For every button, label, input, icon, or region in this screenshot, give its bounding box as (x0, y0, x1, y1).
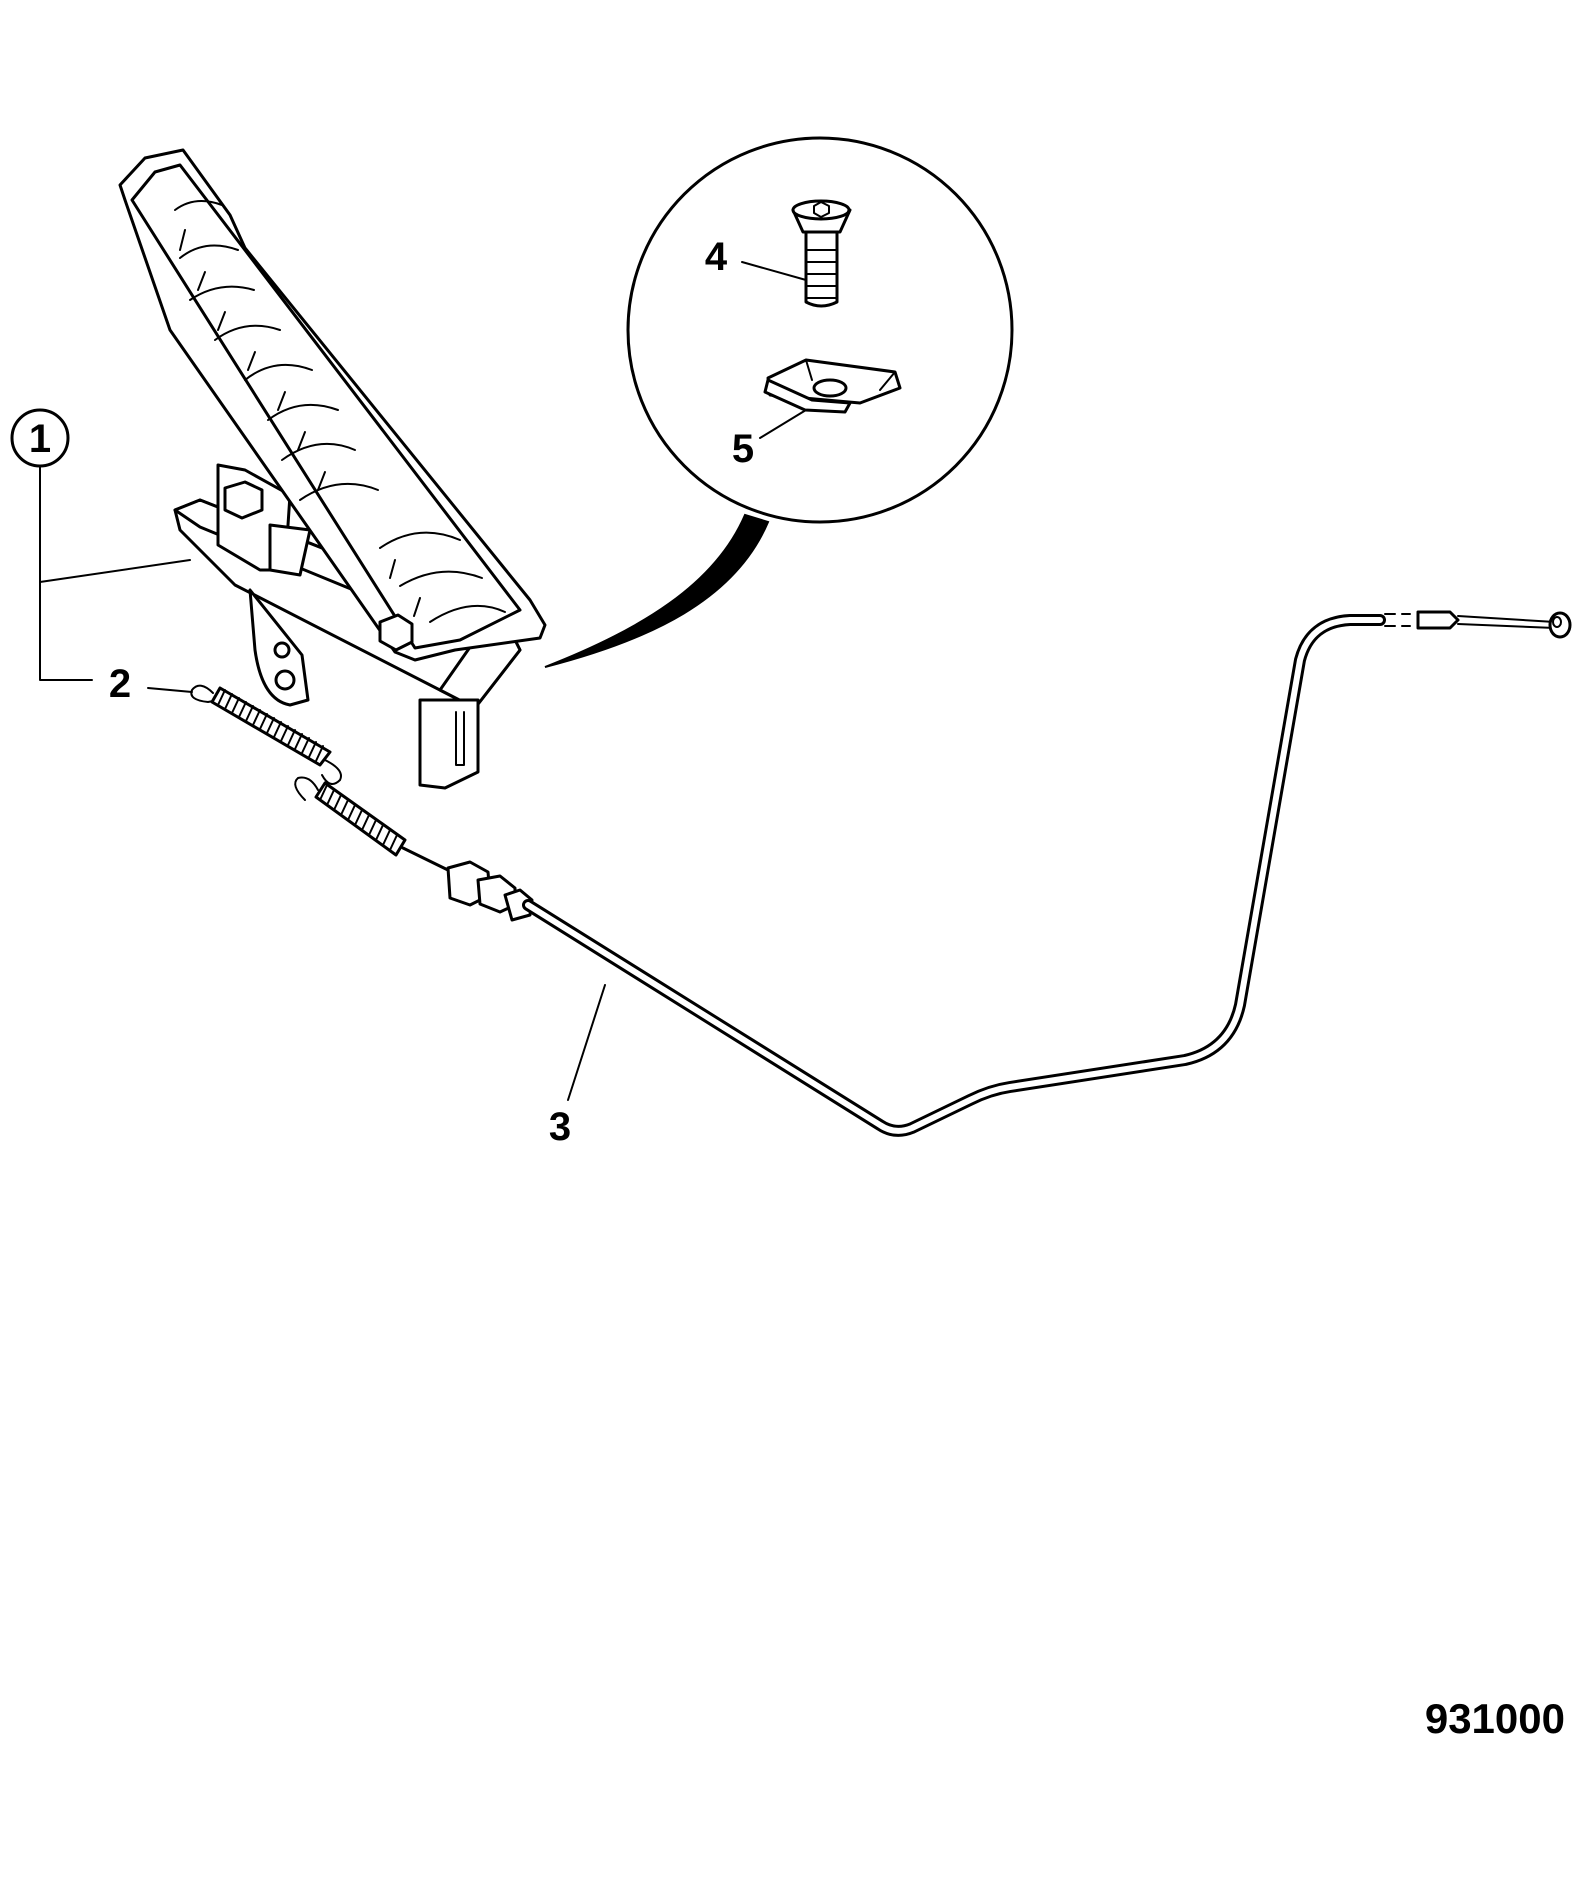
callout-4-label: 4 (705, 235, 728, 279)
pedal-grip-ribs (174, 200, 506, 623)
callout-3: 3 (549, 984, 606, 1149)
callout-3-label: 3 (549, 1105, 571, 1149)
clip-nut-part (763, 358, 902, 414)
accelerator-pedal (118, 148, 547, 790)
callout-2-label: 2 (109, 662, 131, 706)
callout-1: 1 (10, 408, 191, 681)
figure-code: 931000 (1425, 1695, 1565, 1742)
leader-line-4 (741, 261, 807, 281)
detail-magnifier (544, 136, 1014, 668)
magnifier-pointer (544, 513, 770, 668)
leader-line-3 (567, 984, 606, 1101)
callout-4: 4 (705, 235, 728, 279)
leader-line-5 (759, 409, 807, 439)
callout-5-label: 5 (732, 427, 754, 471)
callout-5: 5 (732, 427, 754, 471)
throttle-cable (294, 610, 1572, 1137)
leader-line-1 (39, 465, 191, 681)
callout-1-label: 1 (29, 417, 51, 461)
magnifier-circle (626, 136, 1014, 524)
cable-sheath (522, 614, 1386, 1137)
screw-part (791, 199, 852, 308)
return-spring (190, 684, 342, 785)
leader-line-2 (147, 687, 193, 693)
callout-2: 2 (109, 662, 193, 706)
